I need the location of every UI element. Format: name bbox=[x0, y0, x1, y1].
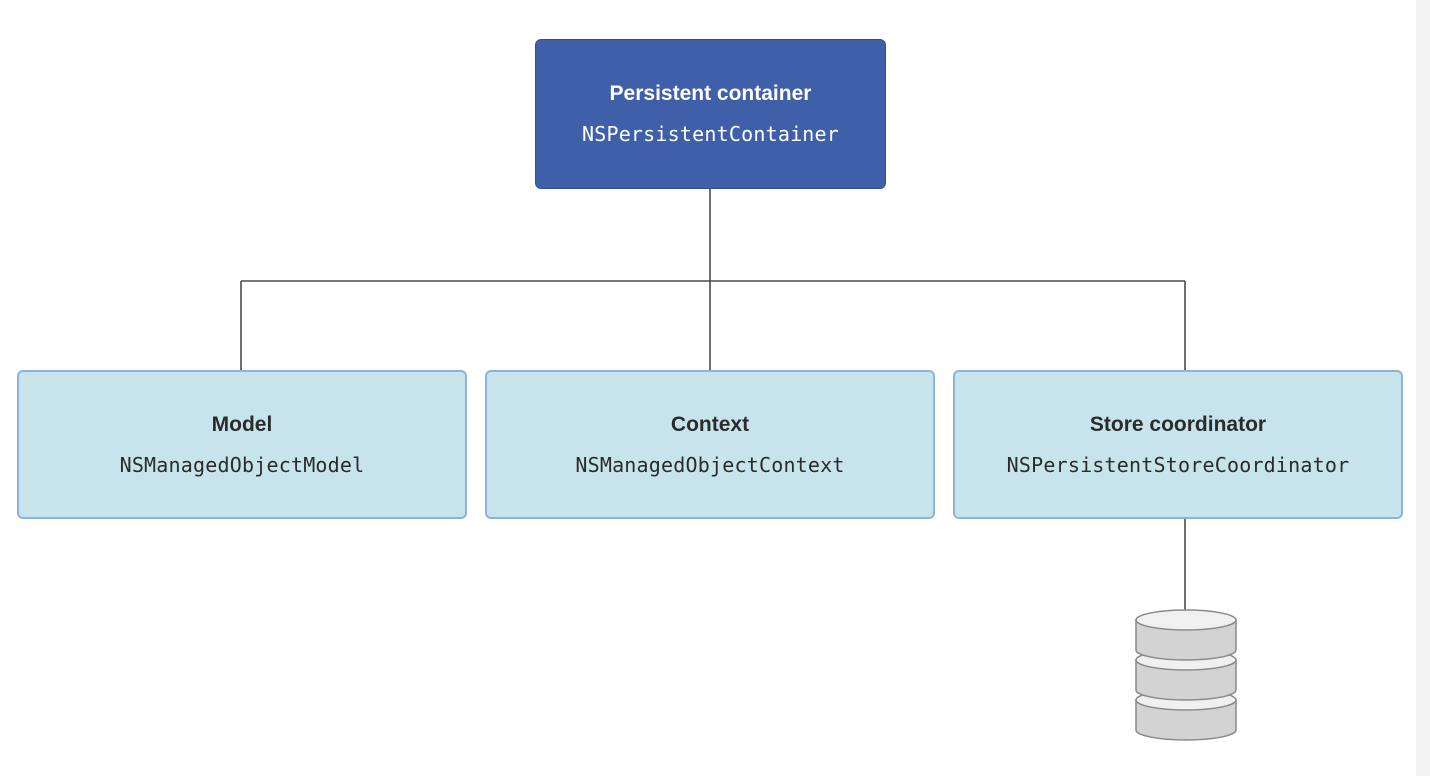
store-coordinator-class-name: NSPersistentStoreCoordinator bbox=[1006, 452, 1350, 477]
database-icon bbox=[1135, 609, 1237, 741]
persistent-container-box: Persistent container NSPersistentContain… bbox=[535, 39, 886, 189]
page-right-edge-strip bbox=[1416, 0, 1430, 776]
context-box: Context NSManagedObjectContext bbox=[485, 370, 935, 519]
model-box: Model NSManagedObjectModel bbox=[17, 370, 467, 519]
persistent-container-title: Persistent container bbox=[609, 82, 812, 105]
model-title: Model bbox=[211, 412, 273, 436]
model-class-name: NSManagedObjectModel bbox=[119, 452, 365, 477]
store-coordinator-box: Store coordinator NSPersistentStoreCoord… bbox=[953, 370, 1403, 519]
context-title: Context bbox=[670, 412, 750, 436]
persistent-container-class-name: NSPersistentContainer bbox=[581, 122, 840, 146]
context-class-name: NSManagedObjectContext bbox=[575, 452, 845, 477]
store-coordinator-title: Store coordinator bbox=[1089, 412, 1267, 436]
